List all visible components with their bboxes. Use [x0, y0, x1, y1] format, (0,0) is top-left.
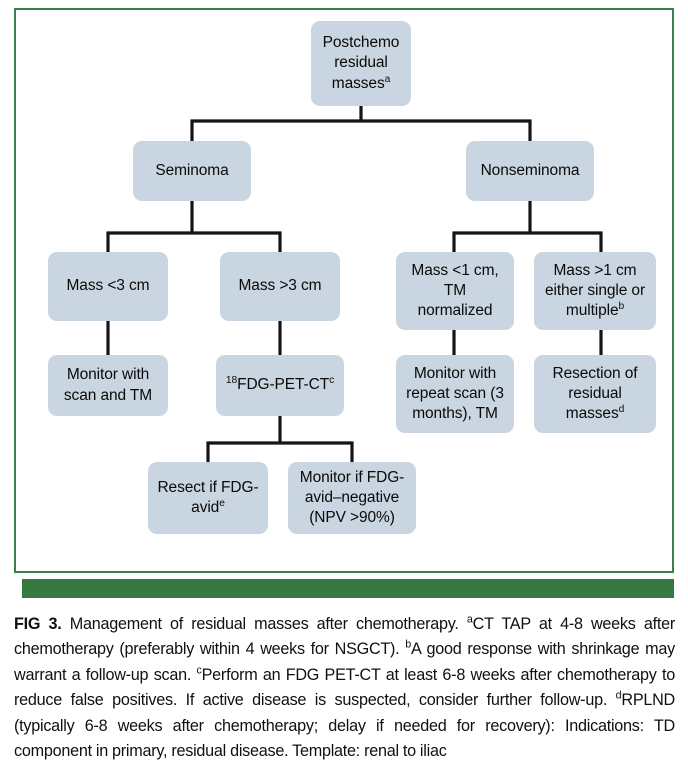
node-monitor-with-scan-and-tm[interactable]: Monitor with scan and TM: [48, 355, 168, 416]
node-monitor-neg-line3: (NPV >90%): [309, 509, 395, 527]
caption-body-3: A good response with shrinkage may warra…: [14, 640, 675, 684]
caption-sup-a: a: [466, 613, 473, 626]
node-mass-gt1-line3: multiple: [565, 302, 619, 320]
node-resection-of-residual-masses[interactable]: Resection of residual massesd: [534, 355, 656, 433]
node-monitor-repeat-line2: repeat scan (3: [406, 384, 504, 402]
node-monitor-neg-line2: avid–negative: [304, 488, 400, 506]
node-seminoma-label: Seminoma: [155, 161, 229, 179]
node-resect-avid-line2: avid: [191, 499, 220, 516]
caption-body-2: CT TAP at 4-8 weeks after chemotherapy (…: [14, 615, 676, 659]
node-mass-gt-1cm-single-or-multiple[interactable]: Mass >1 cm either single or multipleb: [534, 252, 656, 330]
node-fdg-prefix: 18: [225, 375, 238, 387]
node-mass-lt-3cm[interactable]: Mass <3 cm: [48, 252, 168, 321]
node-mass-lt1-line2: TM: [443, 281, 467, 299]
figure-caption: FIG 3. Management of residual masses aft…: [14, 612, 675, 764]
node-mass-gt3-label: Mass >3 cm: [238, 277, 322, 295]
node-mass-gt1-footnote: b: [618, 300, 625, 312]
node-monitor-repeat-line1: Monitor with: [413, 364, 497, 382]
node-resect-avid-footnote: e: [219, 497, 225, 509]
node-resection-footnote: d: [618, 403, 625, 415]
node-monitor-scan-tm-line1: Monitor with: [66, 366, 150, 384]
node-resection-line2: residual: [568, 384, 622, 402]
node-monitor-scan-tm-line2: scan and TM: [63, 386, 153, 404]
node-resection-line1: Resection of: [552, 364, 638, 382]
node-monitor-if-fdg-avid-negative[interactable]: Monitor if FDG- avid–negative (NPV >90%): [288, 462, 416, 534]
node-nonseminoma[interactable]: Nonseminoma: [466, 141, 594, 201]
figure-number-label: FIG 3.: [14, 615, 62, 633]
caption-sup-b: b: [405, 639, 411, 652]
node-mass-lt3-label: Mass <3 cm: [66, 277, 150, 295]
node-monitor-with-repeat-scan[interactable]: Monitor with repeat scan (3 months), TM: [396, 355, 514, 433]
node-fdg-label: FDG-PET-CT: [237, 376, 330, 394]
caption-sup-d: d: [615, 689, 622, 702]
node-root-line1: Postchemo: [322, 34, 400, 52]
node-monitor-neg-line1: Monitor if FDG-: [299, 468, 405, 486]
caption-sup-c: c: [196, 664, 202, 677]
node-root-footnote: a: [384, 73, 391, 85]
caption-body-1: Management of residual masses after chem…: [61, 615, 467, 633]
node-mass-lt-1cm-tm-normalized[interactable]: Mass <1 cm, TM normalized: [396, 252, 514, 330]
node-root-line3: masses: [331, 74, 385, 92]
node-seminoma[interactable]: Seminoma: [133, 141, 251, 201]
caption-body-4: Perform an FDG PET-CT at least 6-8 weeks…: [14, 665, 675, 710]
green-accent-bar: [22, 579, 674, 598]
node-monitor-repeat-line3: months), TM: [412, 405, 498, 423]
node-mass-lt1-line3: normalized: [417, 302, 493, 320]
node-fdg-footnote: c: [329, 375, 335, 387]
node-resection-line3: masses: [565, 405, 619, 423]
node-mass-gt-3cm[interactable]: Mass >3 cm: [220, 252, 340, 321]
node-resect-if-fdg-avid[interactable]: Resect if FDG- avide: [148, 462, 268, 534]
node-root-line2: residual: [334, 54, 388, 72]
node-fdg-pet-ct[interactable]: 18FDG-PET-CTc: [216, 355, 344, 416]
node-mass-gt1-line2: either single or: [544, 281, 646, 299]
node-resect-avid-line1: Resect if FDG-: [157, 478, 259, 496]
node-nonseminoma-label: Nonseminoma: [480, 161, 580, 179]
node-postchemo-residual-masses[interactable]: Postchemo residual massesa: [311, 21, 411, 106]
node-mass-lt1-line1: Mass <1 cm,: [411, 261, 499, 279]
node-mass-gt1-line1: Mass >1 cm: [553, 261, 637, 279]
